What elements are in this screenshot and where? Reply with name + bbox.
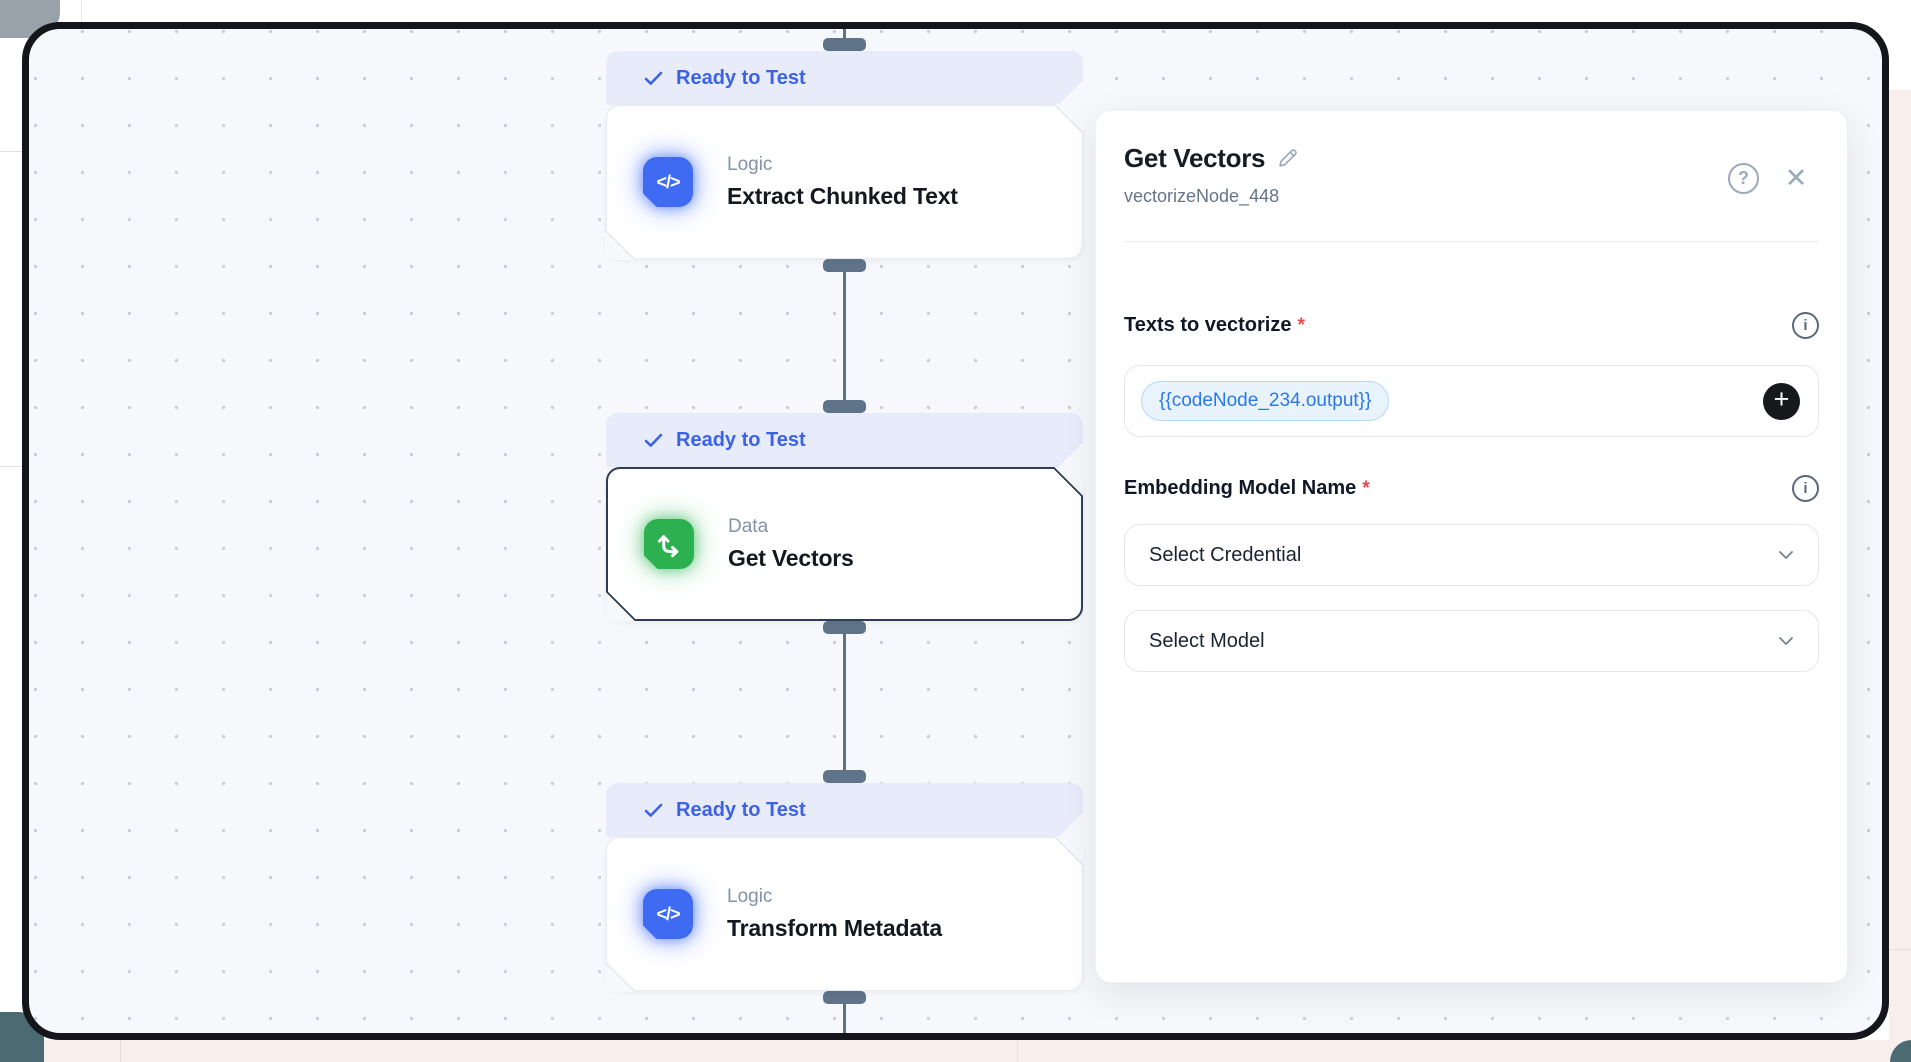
badge-corner-cut [1059,443,1083,467]
card-corner-cut [605,230,635,260]
card-corner-cut [605,962,635,992]
check-icon [644,71,663,85]
page-gridline [1017,1040,1018,1062]
connector-line [843,634,846,770]
connector-handle-in[interactable] [823,770,866,783]
add-variable-button[interactable]: + [1763,382,1800,420]
card-corner-cut [1054,836,1084,866]
variable-chip[interactable]: {{codeNode_234.output}} [1141,381,1390,421]
status-badge: Ready to Test [606,413,1083,467]
node-card[interactable]: Data Get Vectors [606,467,1083,621]
select-model-dropdown[interactable]: Select Model [1124,610,1819,672]
connector-handle-out[interactable] [823,991,866,1004]
code-icon: </> [643,157,693,207]
vector-axes-icon [644,519,694,569]
help-icon[interactable]: ? [1728,163,1759,194]
node-title: Get Vectors [728,545,854,571]
node-category: Logic [727,886,773,907]
connector-handle-out[interactable] [823,621,866,634]
close-icon[interactable]: ✕ [1784,162,1808,193]
card-corner-cut [606,591,636,621]
info-icon[interactable]: i [1792,475,1819,502]
page-gridline [0,151,22,152]
node-get-vectors[interactable]: Ready to Test Data Get Vectors [606,413,1083,621]
node-transform-metadata[interactable]: Ready to Test </> Logic Transform Metada… [605,783,1084,992]
badge-corner-cut [1059,813,1083,837]
status-badge: Ready to Test [606,783,1083,837]
select-credential-dropdown[interactable]: Select Credential [1124,524,1819,586]
page-bottom-strip [0,1040,1911,1062]
page-gridline [1889,949,1911,950]
node-extract-chunked-text[interactable]: Ready to Test </> Logic Extract Chunked … [605,51,1084,260]
status-badge: Ready to Test [606,51,1083,105]
node-title: Extract Chunked Text [727,183,958,209]
config-panel: ? ✕ Get Vectors vectorizeNode_448 Texts … [1095,110,1848,983]
status-badge-label: Ready to Test [676,428,806,451]
page-gridline [81,0,82,22]
chevron-down-icon [1779,551,1793,559]
workflow-canvas[interactable]: Ready to Test </> Logic Extract Chunked … [22,22,1889,1040]
connector-line [843,1004,846,1033]
page-right-strip [1889,90,1911,1040]
node-id-label: vectorizeNode_448 [1124,186,1280,206]
node-title: Transform Metadata [727,915,942,941]
code-icon: </> [643,889,693,939]
field-label-embedding-model-name: Embedding Model Name [1124,477,1357,499]
edit-pencil-icon[interactable] [1277,148,1298,169]
connector-handle-out[interactable] [823,259,866,272]
check-icon [644,803,663,817]
card-corner-cut [1054,104,1084,134]
node-card[interactable]: </> Logic Transform Metadata [605,836,1084,992]
connector-line [843,272,846,400]
connector-handle-in[interactable] [823,400,866,413]
node-category: Logic [727,154,773,175]
panel-divider [1124,241,1819,242]
card-corner-cut [1053,467,1083,497]
check-icon [644,433,663,447]
page-gridline [120,1040,121,1062]
panel-title: Get Vectors [1124,143,1266,173]
node-card[interactable]: </> Logic Extract Chunked Text [605,104,1084,260]
connector-line [843,29,846,39]
texts-to-vectorize-input[interactable]: {{codeNode_234.output}} + [1124,365,1819,437]
field-label-texts-to-vectorize: Texts to vectorize [1124,314,1292,336]
info-icon[interactable]: i [1792,312,1819,339]
connector-handle-in[interactable] [823,38,866,51]
status-badge-label: Ready to Test [676,66,806,89]
badge-corner-cut [1059,81,1083,105]
page-gridline [0,466,22,467]
node-category: Data [728,516,769,537]
chevron-down-icon [1779,637,1793,645]
required-asterisk: * [1362,477,1370,499]
status-badge-label: Ready to Test [676,798,806,821]
required-asterisk: * [1297,314,1305,336]
